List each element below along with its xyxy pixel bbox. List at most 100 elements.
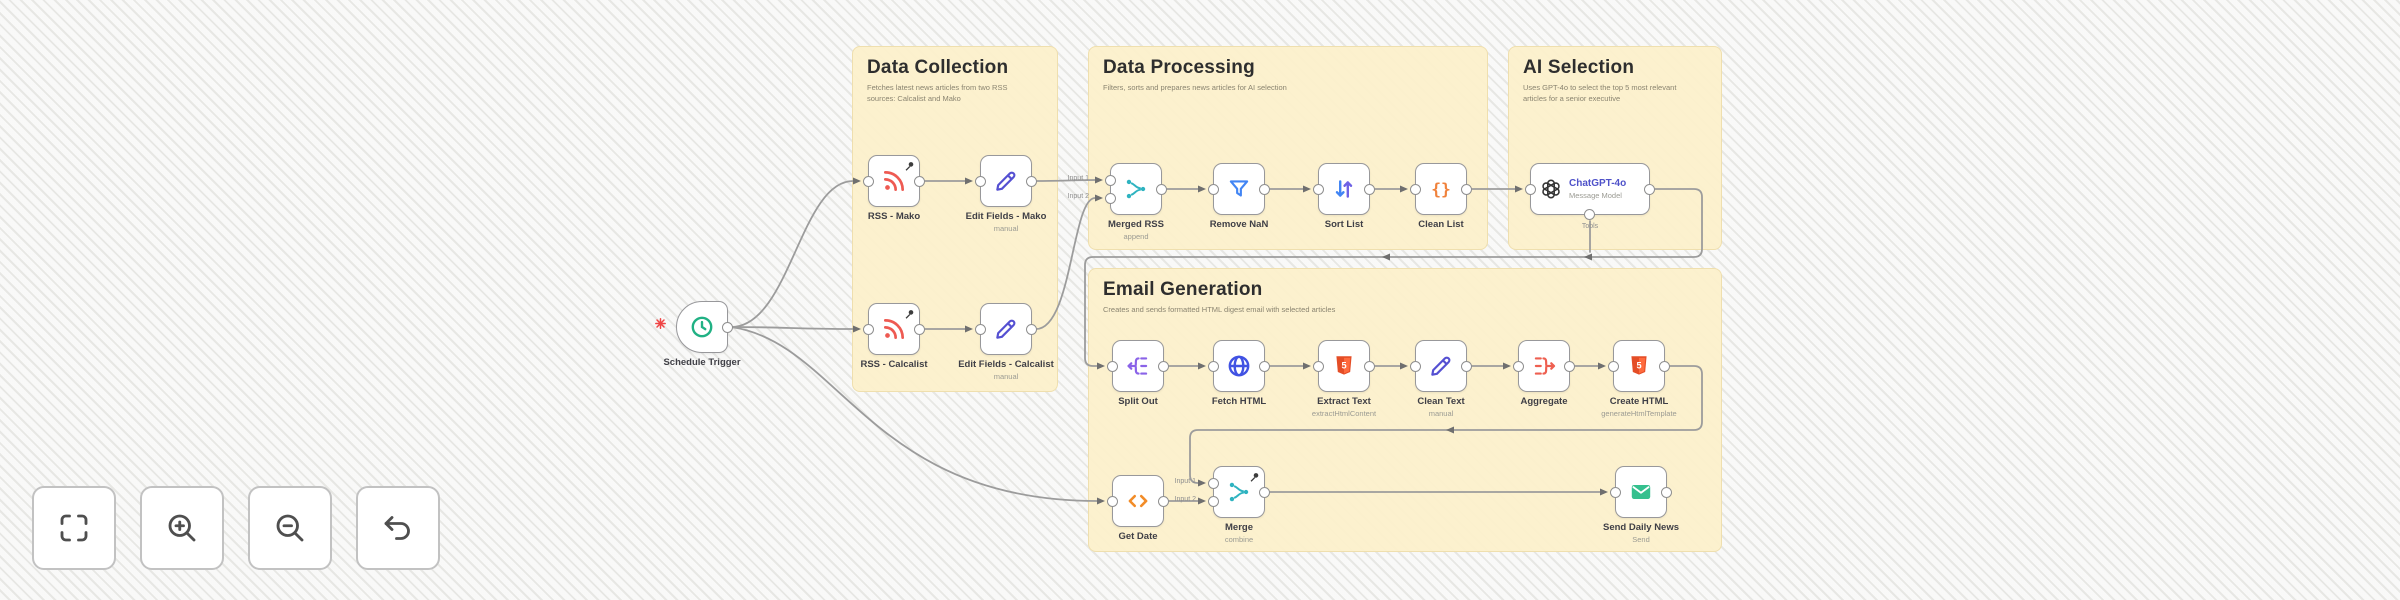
output-port[interactable]	[1564, 360, 1575, 372]
output-port[interactable]	[914, 323, 925, 335]
output-port[interactable]	[1158, 360, 1169, 372]
email-icon	[1616, 467, 1666, 517]
output-port[interactable]	[1364, 183, 1375, 195]
input-port[interactable]	[975, 175, 986, 187]
input-port-2[interactable]	[1208, 495, 1219, 507]
node-clean-list[interactable]: {} Clean List	[1410, 163, 1472, 230]
input-port[interactable]	[1525, 183, 1536, 195]
output-port[interactable]	[1659, 360, 1670, 372]
wire-label-input2: Input 2	[1174, 496, 1196, 503]
input-port[interactable]	[1313, 360, 1324, 372]
input-port[interactable]	[1208, 360, 1219, 372]
sticky-title: Email Generation	[1103, 279, 1263, 300]
node-label: Clean List	[1418, 219, 1464, 230]
input-port[interactable]	[975, 323, 986, 335]
output-port[interactable]	[1026, 323, 1037, 335]
clock-icon	[677, 302, 727, 352]
sticky-title: Data Processing	[1103, 57, 1255, 78]
wire-label-input1: Input 1	[1067, 175, 1089, 182]
input-port-1[interactable]	[1105, 174, 1116, 186]
node-aggregate[interactable]: Aggregate	[1513, 340, 1575, 407]
input-port-1[interactable]	[1208, 477, 1219, 489]
output-port[interactable]	[1026, 175, 1037, 187]
node-label: RSS - Calcalist	[860, 359, 928, 370]
input-port[interactable]	[1313, 183, 1324, 195]
node-sort-list[interactable]: Sort List	[1313, 163, 1375, 230]
node-chatgpt-4o[interactable]: ChatGPT-4o Message Model	[1525, 163, 1655, 220]
sticky-description: Uses GPT-4o to select the top 5 most rel…	[1523, 83, 1677, 103]
input-port[interactable]	[1107, 360, 1118, 372]
wire-label-input2: Input 2	[1067, 193, 1089, 200]
zoom-in-icon	[164, 510, 200, 546]
node-split-out[interactable]: Split Out	[1107, 340, 1169, 407]
output-port[interactable]	[1461, 360, 1472, 372]
node-schedule-trigger[interactable]: Schedule Trigger	[663, 301, 741, 368]
node-subtitle: append	[1123, 232, 1149, 241]
wire-label-input1: Input 1	[1174, 478, 1196, 485]
node-send-daily-news[interactable]: Send Daily News Send	[1603, 466, 1679, 544]
output-port[interactable]	[722, 321, 733, 333]
globe-icon	[1214, 341, 1264, 391]
aggregate-icon	[1519, 341, 1569, 391]
output-port[interactable]	[1156, 183, 1167, 195]
sticky-ai-selection[interactable]: AI Selection Uses GPT-4o to select the t…	[1508, 46, 1722, 250]
zoom-in-button[interactable]	[140, 486, 224, 570]
input-port[interactable]	[1410, 360, 1421, 372]
output-port[interactable]	[1259, 183, 1270, 195]
pencil-icon	[1416, 341, 1466, 391]
node-label: Create HTML	[1609, 396, 1669, 407]
openai-icon	[1540, 178, 1562, 200]
output-port[interactable]	[1158, 495, 1169, 507]
input-port[interactable]	[1410, 183, 1421, 195]
node-merged-rss[interactable]: Merged RSS append	[1105, 163, 1167, 241]
rss-icon	[869, 156, 919, 206]
sticky-title: Data Collection	[867, 57, 1009, 78]
node-clean-text[interactable]: Clean Text manual	[1410, 340, 1472, 418]
node-rss-mako[interactable]: RSS - Mako	[863, 155, 925, 222]
pin-icon	[904, 307, 915, 319]
output-port[interactable]	[1644, 183, 1655, 195]
node-edit-fields-mako[interactable]: Edit Fields - Mako manual	[966, 155, 1046, 233]
input-port[interactable]	[1107, 495, 1118, 507]
zoom-out-button[interactable]	[248, 486, 332, 570]
node-subtitle: extractHtmlContent	[1311, 409, 1377, 418]
fit-view-icon	[56, 510, 92, 546]
output-port[interactable]	[1259, 486, 1270, 498]
tools-port[interactable]	[1584, 209, 1595, 220]
node-create-html[interactable]: 5 Create HTML generateHtmlTemplate	[1601, 340, 1677, 418]
output-port[interactable]	[1364, 360, 1375, 372]
node-label: Get Date	[1118, 531, 1158, 542]
node-remove-nan[interactable]: Remove NaN	[1208, 163, 1270, 230]
output-port[interactable]	[1661, 486, 1672, 498]
node-extract-text[interactable]: 5 Extract Text extractHtmlContent	[1312, 340, 1376, 418]
input-port[interactable]	[1608, 360, 1619, 372]
merge-icon	[1214, 467, 1264, 517]
svg-text:{}: {}	[1431, 179, 1451, 198]
node-edit-fields-calcalist[interactable]: Edit Fields - Calcalist manual	[958, 303, 1054, 381]
input-port[interactable]	[863, 323, 874, 335]
rss-icon	[869, 304, 919, 354]
reset-zoom-button[interactable]	[356, 486, 440, 570]
input-port[interactable]	[1208, 183, 1219, 195]
input-port[interactable]	[1610, 486, 1621, 498]
output-port[interactable]	[1259, 360, 1270, 372]
sort-icon	[1319, 164, 1369, 214]
sticky-description: Creates and sends formatted HTML digest …	[1103, 305, 1336, 314]
sticky-title: AI Selection	[1523, 57, 1635, 78]
node-subtitle: combine	[1224, 535, 1254, 544]
node-fetch-html[interactable]: Fetch HTML	[1208, 340, 1270, 407]
zoom-out-icon	[272, 510, 308, 546]
input-port[interactable]	[1513, 360, 1524, 372]
output-port[interactable]	[1461, 183, 1472, 195]
input-port-2[interactable]	[1105, 192, 1116, 204]
node-label: Split Out	[1118, 396, 1158, 407]
node-get-date[interactable]: Get Date	[1107, 475, 1169, 542]
node-label: Extract Text	[1317, 396, 1371, 407]
undo-icon	[380, 510, 416, 546]
fit-view-button[interactable]	[32, 486, 116, 570]
input-port[interactable]	[863, 175, 874, 187]
node-merge[interactable]: Merge combine	[1208, 466, 1270, 544]
node-rss-calcalist[interactable]: RSS - Calcalist	[860, 303, 928, 370]
output-port[interactable]	[914, 175, 925, 187]
